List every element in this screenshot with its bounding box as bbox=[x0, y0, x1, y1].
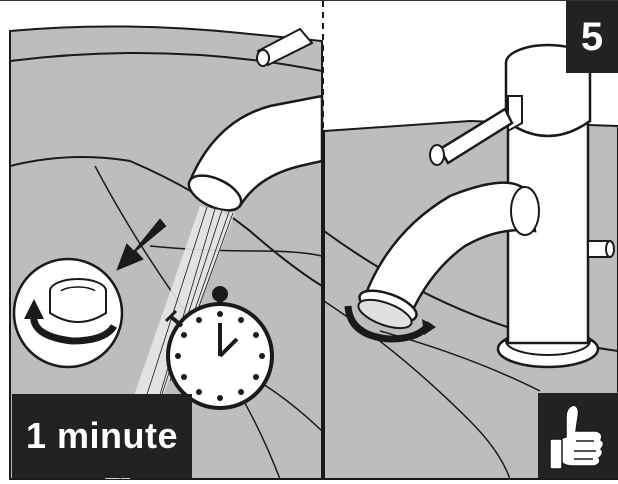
right-faucet-spout bbox=[357, 181, 540, 330]
left-faucet-spout bbox=[187, 94, 324, 212]
step-number-badge: 5 bbox=[566, 1, 618, 73]
duration-label: 1 minute bbox=[12, 394, 192, 478]
rotate-arrow-icon bbox=[344, 305, 436, 343]
thumbs-up-badge bbox=[538, 393, 618, 479]
stopwatch-icon bbox=[164, 286, 274, 410]
left-handle-pipe bbox=[256, 27, 314, 67]
rotate-arrow-icon bbox=[24, 299, 117, 345]
thumbs-up-icon bbox=[549, 404, 605, 470]
arrow-icon bbox=[116, 218, 167, 271]
